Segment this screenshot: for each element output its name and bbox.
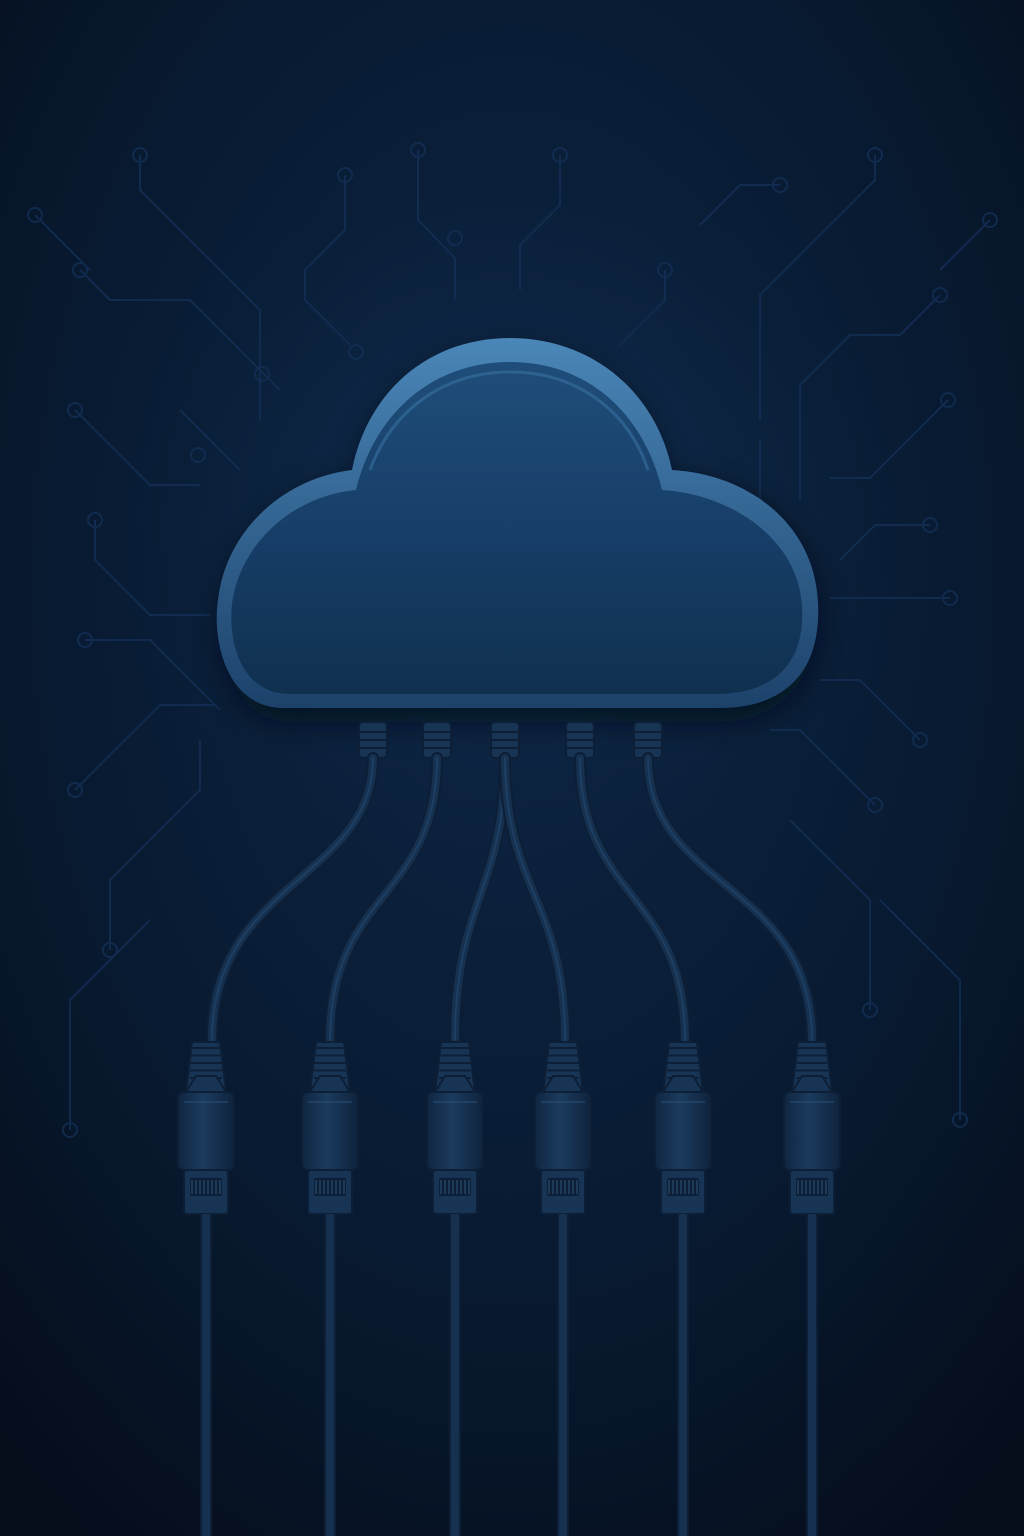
cable-highlight (504, 757, 566, 1041)
circuit-node (102, 942, 118, 958)
circuit-node (410, 142, 426, 158)
ethernet-plug (301, 1041, 359, 1536)
plug-latch (661, 1075, 705, 1093)
circuit-trace (79, 269, 281, 391)
cable-connectors-top (358, 721, 663, 759)
circuit-traces (27, 142, 998, 1138)
circuit-node (982, 212, 998, 228)
circuit-trace (879, 899, 961, 1120)
plug-latch (184, 1075, 228, 1093)
circuit-node (922, 517, 938, 533)
circuit-trace (939, 219, 991, 271)
circuit-trace (820, 679, 921, 741)
plug-contacts-window (314, 1178, 346, 1196)
ethernet-plug (426, 1041, 484, 1536)
cable-highlight (647, 757, 813, 1041)
cable-highlight (211, 757, 374, 1041)
circuit-trace (699, 184, 780, 226)
circuit-trace (34, 214, 91, 271)
circuit-node (552, 147, 568, 163)
circuit-trace (139, 155, 261, 420)
plug-contacts-window (547, 1178, 579, 1196)
plug-body (177, 1091, 235, 1171)
circuit-trace (519, 155, 561, 290)
circuit-node (348, 344, 364, 360)
circuit-node (867, 797, 883, 813)
ethernet-plug (783, 1041, 841, 1536)
circuit-trace (789, 819, 871, 1010)
circuit-node (657, 262, 673, 278)
plug-body (654, 1091, 712, 1171)
circuit-node (87, 512, 103, 528)
circuit-trace (619, 270, 666, 346)
circuit-trace (759, 155, 876, 420)
circuit-trace (74, 409, 200, 486)
circuit-node (912, 732, 928, 748)
circuit-trace (85, 639, 221, 711)
plug-latch (541, 1075, 585, 1093)
plug-latch (790, 1075, 834, 1093)
circuit-node (132, 147, 148, 163)
circuit-node (67, 402, 83, 418)
circuit-node (867, 147, 883, 163)
circuit-node (952, 1112, 968, 1128)
plug-body (534, 1091, 592, 1171)
plug-latch (308, 1075, 352, 1093)
circuit-node (447, 230, 463, 246)
circuit-node (862, 1002, 878, 1018)
plug-body (426, 1091, 484, 1171)
circuit-trace (770, 729, 876, 806)
circuit-trace (830, 399, 949, 479)
circuit-node (62, 1122, 78, 1138)
circuit-trace (69, 919, 151, 1130)
circuit-trace (304, 175, 351, 346)
circuit-node (190, 447, 206, 463)
circuit-trace (179, 409, 241, 471)
circuit-node (337, 167, 353, 183)
cable-highlight (579, 757, 686, 1041)
plug-contacts-window (667, 1178, 699, 1196)
circuit-node (254, 366, 270, 382)
cables (206, 752, 818, 1046)
plug-latch (433, 1075, 477, 1093)
ethernet-plugs (177, 1041, 841, 1536)
circuit-node (932, 287, 948, 303)
cable-highlight (329, 757, 438, 1041)
circuit-node (67, 782, 83, 798)
circuit-trace (799, 294, 941, 500)
ethernet-plug (177, 1041, 235, 1536)
circuit-node (940, 392, 956, 408)
plug-contacts-window (439, 1178, 471, 1196)
circuit-node (772, 177, 788, 193)
circuit-node (72, 262, 88, 278)
ethernet-plug (654, 1041, 712, 1536)
circuit-trace (74, 704, 215, 791)
plug-contacts-window (796, 1178, 828, 1196)
circuit-node (77, 632, 93, 648)
plug-body (301, 1091, 359, 1171)
plug-contacts-window (190, 1178, 222, 1196)
circuit-trace (94, 520, 210, 616)
circuit-trace (109, 740, 201, 950)
cloud-highlight (368, 370, 650, 471)
cloud-body (231, 362, 803, 694)
ethernet-plug (534, 1041, 592, 1536)
circuit-node (942, 590, 958, 606)
plug-body (783, 1091, 841, 1171)
circuit-trace (839, 524, 930, 561)
circuit-trace (417, 150, 456, 300)
circuit-node (27, 207, 43, 223)
